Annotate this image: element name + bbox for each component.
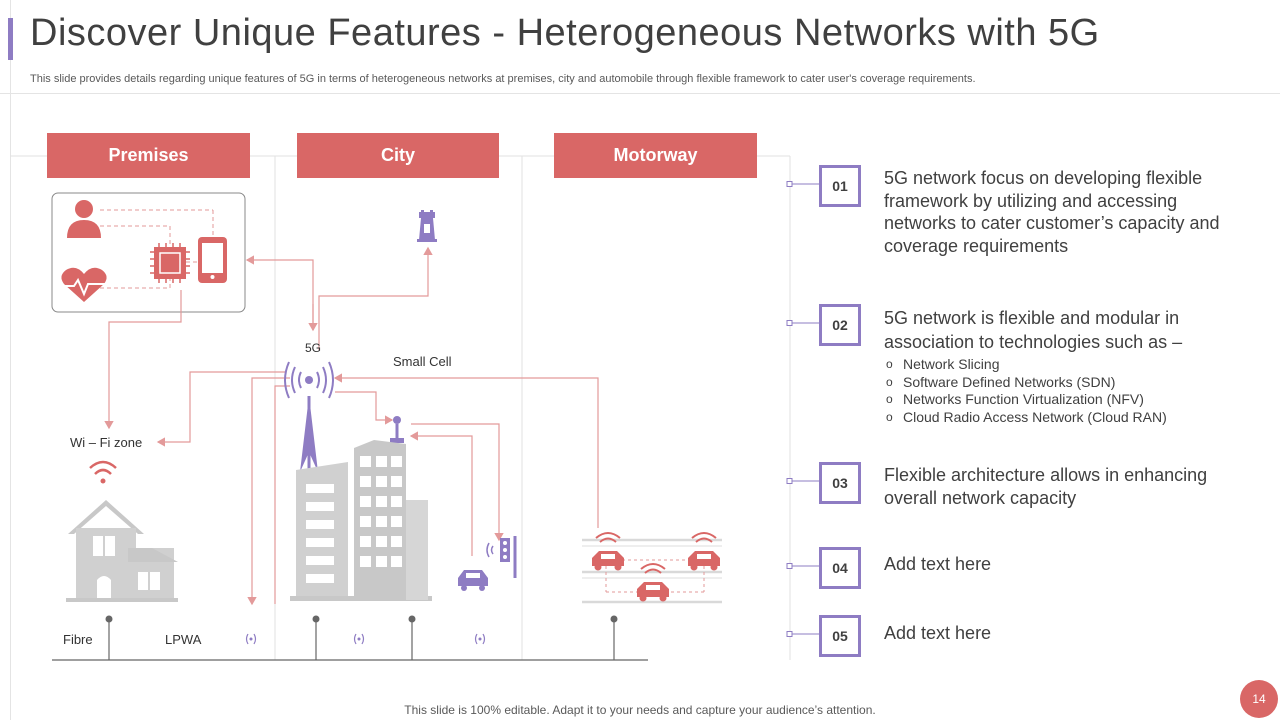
feature-text: Add text here <box>884 554 992 574</box>
building-icon <box>290 440 432 601</box>
feature-number: 02 <box>819 304 861 346</box>
page-number: 14 <box>1240 680 1278 718</box>
feature-bullet: Software Defined Networks (SDN) <box>884 374 1244 392</box>
smartphone-icon <box>198 237 227 283</box>
feature-text: 5G network is flexible and modular in as… <box>884 308 1183 352</box>
traffic-light-icon <box>486 536 517 578</box>
feature-bullet: Network Slicing <box>884 356 1244 374</box>
feature-number: 05 <box>819 615 861 657</box>
antenna-icon <box>284 361 334 472</box>
column-header-city: City <box>297 133 499 178</box>
feature-bullet-list: Network Slicing Software Defined Network… <box>884 356 1244 426</box>
feature-bullet: Networks Function Virtualization (NFV) <box>884 391 1244 409</box>
chip-icon <box>150 243 190 283</box>
wifi-zone-label: Wi – Fi zone <box>70 435 143 450</box>
feature-text: Flexible architecture allows in enhancin… <box>884 465 1208 508</box>
footer-note: This slide is 100% editable. Adapt it to… <box>404 703 876 717</box>
page-title: Discover Unique Features - Heterogeneous… <box>30 12 1100 54</box>
heart-rate-icon <box>61 267 107 302</box>
five-g-label: 5G <box>305 341 322 355</box>
ground-poles <box>108 620 615 660</box>
feature-text-block: 5G network is flexible and modular in as… <box>884 306 1244 426</box>
motorway-icon <box>582 532 722 604</box>
column-header-motorway: Motorway <box>554 133 757 178</box>
column-header-premises: Premises <box>47 133 250 178</box>
frame-line <box>0 93 1280 94</box>
title-accent-bar <box>8 18 13 60</box>
house-icon <box>66 500 178 602</box>
lpwa-label: LPWA <box>165 632 202 647</box>
feature-text: 5G network focus on developing flexible … <box>884 168 1220 256</box>
feature-number: 01 <box>819 165 861 207</box>
user-icon <box>67 200 101 238</box>
feature-text: Add text here <box>884 623 992 643</box>
frame-line <box>10 0 11 720</box>
small-cell-antenna-icon <box>390 416 404 443</box>
car-icon <box>458 570 488 591</box>
tower-icon <box>417 210 437 242</box>
feature-bullet: Cloud Radio Access Network (Cloud RAN) <box>884 409 1244 427</box>
feature-number: 03 <box>819 462 861 504</box>
page-subtitle: This slide provides details regarding un… <box>30 73 976 85</box>
wifi-icon <box>89 460 117 484</box>
fibre-label: Fibre <box>63 632 93 647</box>
small-cell-label: Small Cell <box>393 354 452 369</box>
feature-number: 04 <box>819 547 861 589</box>
signal-icon <box>245 633 486 645</box>
